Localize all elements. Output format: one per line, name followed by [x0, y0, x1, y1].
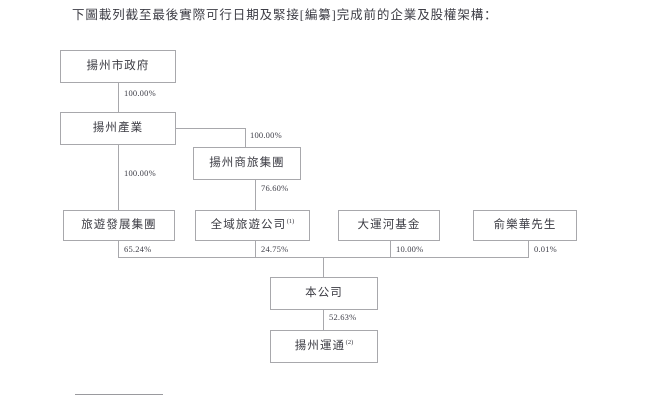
- connector-industry-to-commerce-travel: [245, 128, 246, 147]
- percent-gov-to-industry: 100.00%: [124, 88, 156, 98]
- node-tourism-development-group[interactable]: 旅遊發展集團: [63, 210, 175, 241]
- connector-yu-lehua-drop: [528, 241, 529, 258]
- node-label-our-company: 本公司: [305, 286, 343, 299]
- node-yangzhou-industry[interactable]: 揚州產業: [60, 112, 176, 145]
- connector-industry-to-tourism-dev: [118, 145, 119, 210]
- percent-industry-to-tourism-dev: 100.00%: [124, 168, 156, 178]
- footnote-divider: [75, 394, 163, 395]
- node-yangzhou-yuntong[interactable]: 揚州運通(2): [270, 330, 378, 363]
- percent-yu-lehua-to-company: 0.01%: [534, 244, 557, 254]
- percent-company-to-yuntong: 52.63%: [329, 312, 357, 322]
- percent-tourism-dev-to-company: 65.24%: [124, 244, 152, 254]
- percent-commerce-travel-to-quanyu: 76.60%: [261, 183, 289, 193]
- node-label-quanyu-tourism-company: 全域旅遊公司(1): [210, 218, 295, 232]
- connector-industry-branch-horizontal: [176, 128, 246, 129]
- node-quanyu-tourism-company[interactable]: 全域旅遊公司(1): [195, 210, 310, 241]
- footnote-marker-quanyu: (1): [286, 218, 295, 226]
- percent-quanyu-to-company: 24.75%: [261, 244, 289, 254]
- node-label-yangzhou-industry: 揚州產業: [92, 121, 144, 134]
- node-label-grand-canal-fund: 大運河基金: [357, 218, 421, 231]
- percent-industry-to-commerce-travel: 100.00%: [250, 130, 282, 140]
- connector-gov-to-industry: [118, 83, 119, 112]
- node-yangzhou-municipal-government[interactable]: 揚州市政府: [60, 50, 176, 83]
- node-label-yangzhou-yuntong: 揚州運通(2): [294, 339, 354, 353]
- node-our-company[interactable]: 本公司: [270, 277, 378, 310]
- node-label-yangzhou-commerce-travel-group: 揚州商旅集團: [209, 156, 285, 169]
- footnote-marker-yuntong: (2): [345, 339, 354, 347]
- node-mr-yu-lehua[interactable]: 俞樂華先生: [473, 210, 577, 241]
- node-yangzhou-commerce-travel-group[interactable]: 揚州商旅集團: [193, 147, 301, 180]
- connector-commerce-travel-to-quanyu: [255, 180, 256, 210]
- connector-company-to-yuntong: [323, 310, 324, 330]
- node-label-yangzhou-municipal-government: 揚州市政府: [86, 59, 150, 72]
- connector-tourism-dev-drop: [118, 241, 119, 258]
- intro-paragraph: 下圖載列截至最後實際可行日期及緊接[編纂]完成前的企業及股權架構：: [72, 8, 498, 22]
- percent-grand-canal-to-company: 10.00%: [396, 244, 424, 254]
- connector-quanyu-drop: [255, 241, 256, 258]
- connector-grand-canal-drop: [390, 241, 391, 258]
- node-grand-canal-fund[interactable]: 大運河基金: [338, 210, 440, 241]
- connector-bus-to-company: [323, 257, 324, 277]
- node-label-mr-yu-lehua: 俞樂華先生: [493, 218, 557, 231]
- node-label-tourism-development-group: 旅遊發展集團: [81, 218, 157, 231]
